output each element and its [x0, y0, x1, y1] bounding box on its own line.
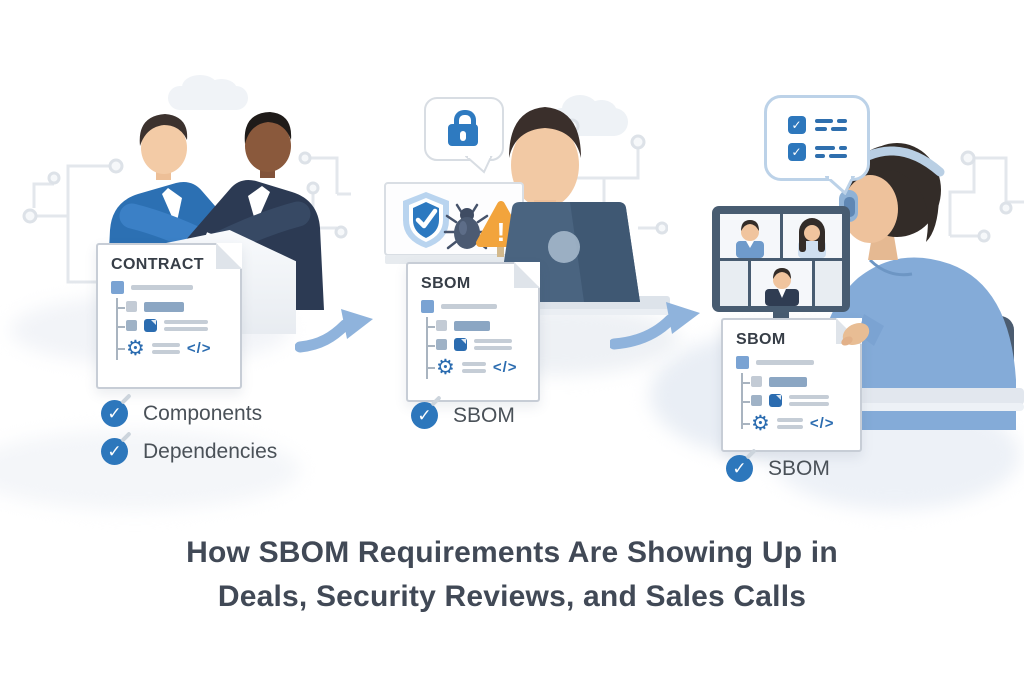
gear-icon: ⚙ — [751, 411, 770, 435]
checklist-icon: ✓ ✓ — [787, 115, 847, 161]
lock-icon — [448, 110, 480, 148]
holding-hand — [841, 314, 884, 346]
circuit-decor-right — [948, 150, 1024, 243]
check-label: Dependencies — [143, 439, 278, 463]
check-item-sbom-middle: ✓ SBOM — [411, 402, 515, 429]
arrow-1 — [295, 309, 373, 353]
caption-line-2: Deals, Security Reviews, and Sales Calls — [217, 580, 807, 613]
caption: How SBOM Requirements Are Showing Up in … — [0, 531, 1024, 619]
hair-right — [244, 112, 292, 144]
check-label: SBOM — [768, 456, 830, 480]
sales-face — [842, 175, 898, 243]
checklist-speech-bubble: ✓ ✓ — [764, 95, 870, 195]
code-icon: </> — [492, 358, 518, 376]
sales-shirt — [814, 257, 1016, 430]
participant-3 — [765, 268, 799, 306]
check-circle-icon: ✓ — [101, 400, 128, 427]
check-label: Components — [143, 401, 263, 425]
code-icon: </> — [809, 414, 835, 432]
participant-1 — [736, 220, 764, 258]
video-call-monitor — [712, 206, 850, 336]
sales-hair-front — [848, 144, 940, 242]
shield-check-icon — [403, 192, 449, 248]
gear-icon: ⚙ — [126, 336, 145, 360]
check-item-sbom-right: ✓ SBOM — [726, 455, 830, 482]
arrow-2 — [610, 302, 700, 350]
head-right — [245, 120, 291, 172]
sbom-document-middle: SBOM ⚙ </> — [406, 262, 540, 402]
tree-node-icon — [736, 356, 749, 369]
laptop-logo — [548, 231, 580, 263]
document-tree: ⚙ </> — [736, 356, 860, 435]
gear-icon: ⚙ — [436, 355, 455, 379]
code-icon: </> — [186, 339, 212, 357]
tree-node-icon — [111, 281, 124, 294]
check-item-components: ✓ Components — [101, 400, 262, 427]
sbom-document-title: SBOM — [736, 331, 786, 348]
sbom-document-title: SBOM — [421, 275, 471, 292]
lock-speech-bubble — [424, 97, 504, 174]
contract-document: CONTRACT ⚙ </> — [96, 243, 242, 389]
checklist-bubble-tail — [825, 176, 855, 195]
sales-person — [802, 143, 1016, 430]
folded-corner — [514, 262, 540, 288]
analyst-head — [511, 122, 579, 208]
analyst-hair — [509, 107, 581, 158]
checkbox-icon: ✓ — [787, 115, 806, 134]
warning-exclamation: ! — [497, 217, 506, 247]
check-circle-icon: ✓ — [101, 438, 128, 465]
caption-line-1: How SBOM Requirements Are Showing Up in — [186, 536, 838, 569]
check-circle-icon: ✓ — [726, 455, 753, 482]
hair-left — [139, 114, 188, 146]
document-tree: ⚙ </> — [111, 281, 240, 360]
folded-corner — [216, 243, 242, 269]
contract-document-title: CONTRACT — [111, 256, 204, 273]
sales-arm — [863, 323, 997, 385]
check-label: SBOM — [453, 403, 515, 427]
package-icon — [769, 394, 782, 407]
participant-2 — [798, 218, 826, 258]
cloud-top-left — [168, 75, 248, 110]
package-icon — [144, 319, 157, 332]
lock-bubble-tail — [465, 156, 493, 174]
document-tree: ⚙ </> — [421, 300, 538, 379]
cloud-blob-bottom-left — [0, 430, 300, 510]
tree-node-icon — [421, 300, 434, 313]
package-icon — [454, 338, 467, 351]
check-circle-icon: ✓ — [411, 402, 438, 429]
checkbox-icon: ✓ — [787, 142, 806, 161]
check-item-dependencies: ✓ Dependencies — [101, 438, 277, 465]
head-left — [141, 122, 187, 174]
